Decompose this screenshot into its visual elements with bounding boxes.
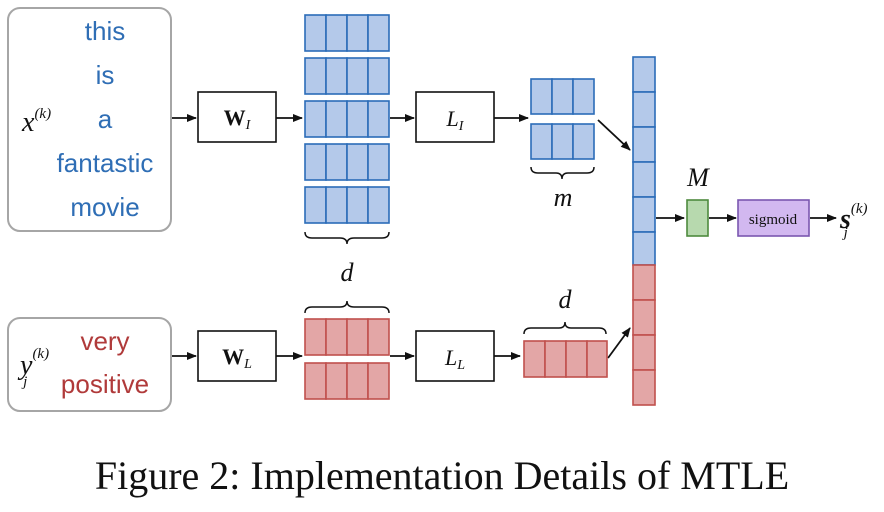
x-word-list: this is a fantastic movie [57, 16, 154, 222]
x-word: movie [70, 192, 139, 222]
output-score: s(k)j [839, 201, 868, 241]
d-vector [523, 340, 608, 378]
matrix-row [304, 14, 390, 52]
blue-embedding-matrix [304, 14, 390, 224]
brace-d-lower [304, 300, 390, 314]
figure-caption: Figure 2: Implementation Details of MTLE [94, 453, 790, 498]
concat-vector [632, 56, 656, 406]
matrix-row [304, 100, 390, 138]
svg-text:WI: WI [224, 105, 252, 133]
matrix-row [304, 318, 390, 356]
matrix-row [304, 57, 390, 95]
x-word: a [98, 104, 113, 134]
svg-text:LI: LI [446, 106, 465, 134]
li-box: LI [415, 91, 495, 143]
matrix-row [304, 143, 390, 181]
x-variable: x(k) [21, 106, 51, 138]
arrow-vector-to-concat [607, 327, 631, 359]
y-variable: y(k)j [17, 346, 49, 390]
label-d-lower: d [559, 285, 573, 314]
arrow-m-to-concat [597, 119, 631, 151]
mtle-diagram: x(k) this is a fantastic movie y(k)j ver… [7, 7, 868, 412]
svg-text:WL: WL [222, 344, 252, 372]
concat-red-part [632, 264, 656, 406]
arrows [172, 114, 837, 360]
sigmoid-box: sigmoid [737, 199, 810, 237]
ll-box: LL [415, 330, 495, 382]
label-M: M [686, 163, 710, 192]
y-word: positive [61, 369, 149, 399]
label-d-upper: d [341, 258, 355, 287]
M-block [686, 199, 709, 237]
matrix-row [530, 123, 595, 160]
input-x-box: x(k) this is a fantastic movie [7, 7, 172, 232]
label-m: m [554, 183, 573, 212]
x-word: this [85, 16, 125, 46]
y-word: very [80, 326, 129, 356]
brace-m [530, 166, 595, 180]
x-word: fantastic [57, 148, 154, 178]
wi-box: WI [197, 91, 277, 143]
x-word: is [96, 60, 115, 90]
wl-box: WL [197, 330, 277, 382]
red-embedding-matrix [304, 318, 390, 400]
svg-text:sigmoid: sigmoid [749, 212, 798, 228]
matrix-row [304, 186, 390, 224]
concat-blue-part [632, 56, 656, 266]
matrix-row [304, 362, 390, 400]
input-y-box: y(k)j very positive [7, 317, 172, 412]
brace-d-upper [304, 231, 390, 245]
matrix-row [530, 78, 595, 115]
brace-d-vector [523, 321, 607, 335]
svg-text:LL: LL [444, 345, 465, 373]
m-blocks [530, 78, 595, 160]
